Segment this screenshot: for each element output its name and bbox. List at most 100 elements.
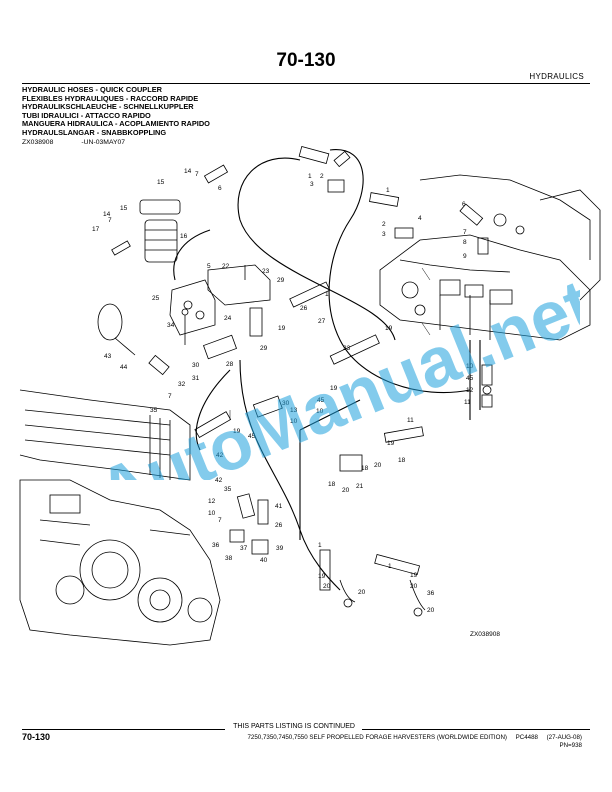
callout-10c: 10 <box>466 363 474 370</box>
callout-16: 16 <box>180 233 188 240</box>
frame-drawing <box>19 389 191 481</box>
continued-rule-left <box>22 729 225 730</box>
callout-1c: 1 <box>325 291 329 298</box>
callout-19d: 19 <box>233 428 241 435</box>
title-english: HYDRAULIC HOSES - QUICK COUPLER <box>22 85 163 94</box>
callout-18: 18 <box>398 457 406 464</box>
title-french: FLEXIBLES HYDRAULIQUES - RACCORD RAPIDE <box>22 93 199 103</box>
callout-41: 41 <box>275 503 283 510</box>
callout-20: 20 <box>374 462 382 469</box>
title-italian: TUBI IDRAULICI - ATTACCO RAPIDO <box>22 110 151 120</box>
callout-38: 38 <box>225 555 233 562</box>
callout-24: 24 <box>224 315 232 322</box>
callout-19e: 19 <box>387 440 395 447</box>
callout-9: 9 <box>463 253 467 260</box>
callout-30b: 30 <box>282 400 290 407</box>
callout-12b: 12 <box>208 498 216 505</box>
callout-26: 26 <box>300 305 308 312</box>
page-number: 70-130 <box>276 50 336 71</box>
callout-10: 10 <box>316 408 324 415</box>
callout-17: 17 <box>92 226 100 233</box>
footer-description: 7250,7350,7450,7550 SELF PROPELLED FORAG… <box>247 734 507 741</box>
callout-19b: 19 <box>385 325 393 332</box>
callout-29: 29 <box>277 277 285 284</box>
callout-34: 34 <box>167 322 175 329</box>
reference-date-code: -UN-03MAY07 <box>81 139 126 146</box>
callout-11: 11 <box>464 399 471 406</box>
callout-29b: 29 <box>260 345 268 352</box>
callout-7b: 7 <box>195 171 199 178</box>
callout-37: 37 <box>240 545 248 552</box>
title-spanish: MANGUERA HIDRAULICA - ACOPLAMIENTO RAPID… <box>22 119 210 129</box>
callout-45: 45 <box>317 397 325 404</box>
title-swedish: HYDRAULSLANGAR - SNABBKOPPLING <box>22 127 167 137</box>
callout-12: 12 <box>466 387 474 394</box>
callout-36: 36 <box>212 542 220 549</box>
callout-23: 23 <box>262 268 270 275</box>
callout-14: 14 <box>184 168 192 175</box>
diagram-illustration-id: ZX038908 <box>470 631 500 638</box>
callout-32: 32 <box>178 381 186 388</box>
callout-7c: 7 <box>108 217 112 224</box>
callout-42b: 42 <box>215 477 223 484</box>
callout-4: 4 <box>418 215 422 222</box>
callout-labels: 1 2 3 1 4 2 3 6 7 8 9 14 15 7 6 14 17 15… <box>92 168 500 638</box>
callout-19f: 19 <box>318 573 326 580</box>
callout-2: 2 <box>320 173 324 180</box>
section-title: HYDRAULICS <box>529 72 584 81</box>
title-german: HYDRAULIKSCHLAEUCHE - SCHNELLKUPPLER <box>22 102 194 112</box>
callout-7: 7 <box>463 229 467 236</box>
parts-title-block: HYDRAULIC HOSES - QUICK COUPLER FLEXIBLE… <box>22 85 210 138</box>
callout-19: 19 <box>278 325 286 332</box>
footer-page-number: 70-130 <box>22 732 51 742</box>
callout-14b: 14 <box>103 211 111 218</box>
callout-10b: 10 <box>290 418 298 425</box>
callout-25: 25 <box>152 295 160 302</box>
callout-19g: 19 <box>410 572 418 579</box>
callout-7d: 7 <box>168 393 172 400</box>
fittings <box>97 146 493 617</box>
callout-36b: 36 <box>427 590 435 597</box>
illustration-reference: ZX038908 -UN-03MAY07 <box>22 139 125 146</box>
continued-rule-right <box>362 729 590 730</box>
callout-1: 1 <box>308 173 312 180</box>
callout-20f: 20 <box>427 607 435 614</box>
callout-19c: 19 <box>330 385 338 392</box>
callout-43: 43 <box>104 353 112 360</box>
continued-notice: THIS PARTS LISTING IS CONTINUED <box>233 723 355 730</box>
callout-26b: 26 <box>275 522 283 529</box>
callout-28: 28 <box>226 361 234 368</box>
footer-date: (27-AUG-08) <box>546 734 582 741</box>
gearbox-drawing <box>19 479 221 646</box>
callout-31: 31 <box>192 375 200 382</box>
callout-39: 39 <box>276 545 284 552</box>
footer-catalog: PC4488 <box>515 734 538 741</box>
callout-20b: 20 <box>342 487 350 494</box>
callout-1b: 1 <box>386 187 390 194</box>
engine-block-drawing <box>379 174 601 341</box>
callout-8: 8 <box>463 239 467 246</box>
callout-1d: 1 <box>318 542 322 549</box>
callout-13: 13 <box>290 407 298 414</box>
callout-11b: 11 <box>407 417 414 424</box>
callout-3b: 3 <box>382 231 386 238</box>
callout-2b: 2 <box>382 221 386 228</box>
callout-10d: 10 <box>208 510 216 517</box>
callout-44: 44 <box>120 364 128 371</box>
title-divider <box>22 83 590 84</box>
callout-40: 40 <box>260 557 268 564</box>
hose-paths <box>173 149 481 591</box>
callout-15: 15 <box>157 179 165 186</box>
reference-illustration-id: ZX038908 <box>22 139 54 146</box>
callout-6: 6 <box>462 201 466 208</box>
callout-35: 35 <box>150 407 158 414</box>
callout-3: 3 <box>310 181 314 188</box>
footer-info: 7250,7350,7450,7550 SELF PROPELLED FORAG… <box>247 734 582 741</box>
callout-45c: 45 <box>466 375 474 382</box>
callout-22: 22 <box>222 263 230 270</box>
footer-pn: PN=938 <box>559 742 582 749</box>
callout-30: 30 <box>192 362 200 369</box>
callout-15b: 15 <box>120 205 128 212</box>
callout-35b: 35 <box>224 486 232 493</box>
exploded-parts-diagram: 1 2 3 1 4 2 3 6 7 8 9 14 15 7 6 14 17 15… <box>19 146 601 646</box>
